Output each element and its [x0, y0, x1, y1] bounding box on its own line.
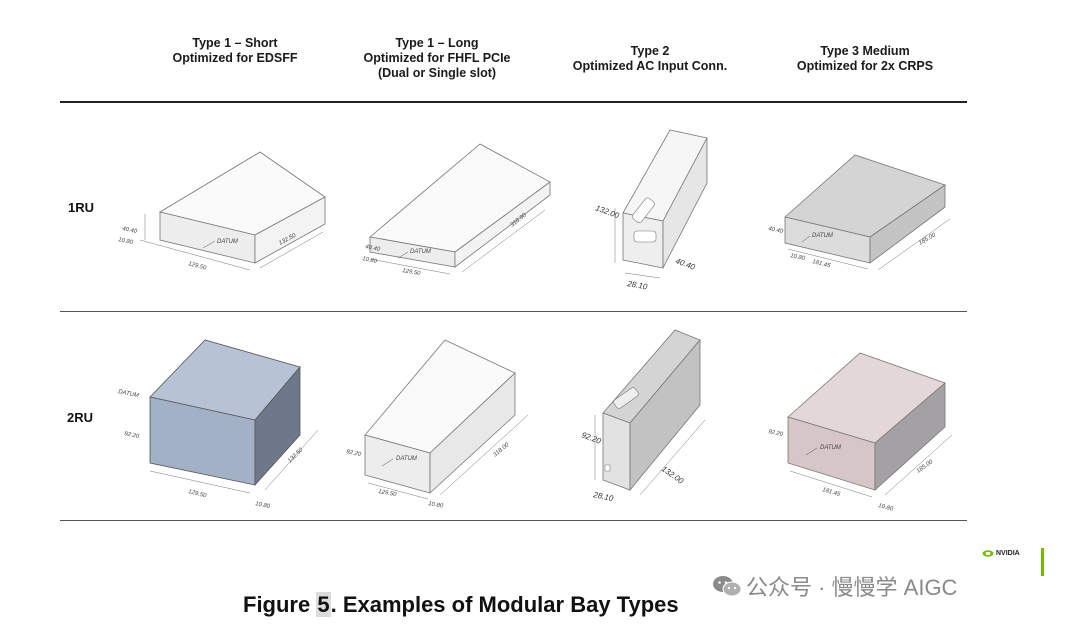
dim-height: 92.20 [124, 431, 141, 440]
column-header-line3: (Dual or Single slot) [377, 66, 497, 80]
figure-caption: Figure 5. Examples of Modular Bay Types [243, 592, 679, 618]
nvidia-eye-icon [982, 550, 994, 557]
dim-height: 92.20 [346, 449, 363, 458]
dim-height: 40.40 [768, 226, 785, 235]
dim-depth: 40.40 [674, 256, 696, 271]
brand-accent-bar [1041, 548, 1044, 576]
row-divider [60, 311, 967, 312]
caption-prefix: Figure [243, 592, 317, 617]
dim-height: 92.20 [768, 429, 785, 438]
dim-height: 40.40 [122, 226, 139, 235]
dim-width: 129.50 [188, 489, 208, 499]
nvidia-wordmark: NVIDIA [996, 550, 1020, 557]
row-label-2ru: 2RU [67, 410, 94, 425]
bay-drawing-1ru-type3: 40.40 10.80 181.45 185.00 DATUM [768, 154, 951, 271]
dim-thickness: 10.80 [428, 501, 444, 510]
datum-label: DATUM [410, 249, 431, 255]
dim-width: 129.50 [378, 489, 398, 498]
wechat-icon [713, 576, 742, 597]
dim-thickness: 10.80 [362, 256, 379, 265]
bay-drawing-1ru-type1-long: 40.40 10.80 129.50 318.00 DATUM [362, 143, 551, 277]
dim-height: 40.40 [365, 244, 382, 253]
column-header-type1-short: Type 1 – Short Optimized for EDSFF [160, 36, 310, 66]
dim-height: 132.00 [594, 203, 621, 220]
dim-thickness: 10.80 [790, 253, 807, 262]
dim-width: 28.10 [626, 279, 649, 292]
dim-width: 129.50 [402, 268, 422, 277]
column-header-type3-medium: Type 3 Medium Optimized for 2x CRPS [780, 44, 950, 74]
dim-height: 92.20 [580, 430, 602, 445]
column-header-type1-long: Type 1 – Long Optimized for FHFL PCIe (D… [352, 36, 522, 81]
datum-label: DATUM [118, 389, 140, 399]
datum-label: DATUM [396, 456, 417, 462]
nvidia-logo: NVIDIA [982, 550, 1020, 557]
column-header-line2: Optimized for 2x CRPS [796, 59, 934, 73]
watermark: 公众号 · 慢慢学 AIGC [712, 570, 957, 602]
column-header-line2: Optimized for FHFL PCIe [363, 51, 511, 65]
bay-drawing-2ru-type1-long: 92.20 129.50 10.80 318.00 DATUM [346, 339, 529, 510]
column-header-line1: Type 3 Medium [820, 44, 910, 58]
dim-depth: 132.50 [287, 447, 305, 465]
header-rule [60, 101, 967, 103]
dim-thickness: 10.80 [118, 237, 135, 246]
dim-depth: 132.00 [660, 464, 686, 486]
bay-drawing-2ru-type1-short: DATUM 92.20 129.50 132.50 10.80 [118, 339, 319, 510]
dim-depth: 185.00 [916, 459, 935, 475]
column-header-line1: Type 1 – Long [395, 36, 479, 50]
column-header-line2: Optimized for EDSFF [172, 51, 298, 65]
column-header-line1: Type 1 – Short [192, 36, 278, 50]
dim-width: 28.10 [592, 490, 615, 503]
bay-drawing-2ru-type3: 92.20 181.45 10.80 185.00 DATUM [768, 352, 953, 513]
bay-drawing-2ru-type2: 92.20 132.00 28.10 [580, 329, 706, 503]
dim-width: 181.45 [821, 487, 841, 498]
dim-width: 129.50 [187, 261, 207, 272]
column-header-line2: Optimized AC Input Conn. [572, 59, 728, 73]
datum-label: DATUM [820, 445, 841, 451]
column-header-line1: Type 2 [630, 44, 670, 58]
column-header-type2: Type 2 Optimized AC Input Conn. [560, 44, 740, 74]
datum-label: DATUM [217, 239, 238, 245]
datum-label: DATUM [812, 233, 833, 239]
dim-depth: 185.00 [918, 232, 937, 247]
dim-thickness: 10.80 [878, 503, 895, 513]
table-bottom-rule [60, 520, 967, 521]
watermark-text: 公众号 · 慢慢学 AIGC [746, 575, 958, 600]
dim-width: 181.45 [812, 259, 832, 269]
caption-title: . Examples of Modular Bay Types [330, 592, 679, 617]
dim-thickness: 10.80 [255, 501, 272, 510]
dim-depth: 318.00 [492, 442, 510, 459]
caption-figure-number: 5 [316, 592, 331, 617]
row-label-1ru: 1RU [68, 200, 95, 215]
bay-drawing-1ru-type1-short: 40.40 10.80 129.50 132.50 DATUM [118, 151, 326, 272]
bay-drawing-1ru-type2: 132.00 40.40 28.10 [594, 129, 708, 292]
